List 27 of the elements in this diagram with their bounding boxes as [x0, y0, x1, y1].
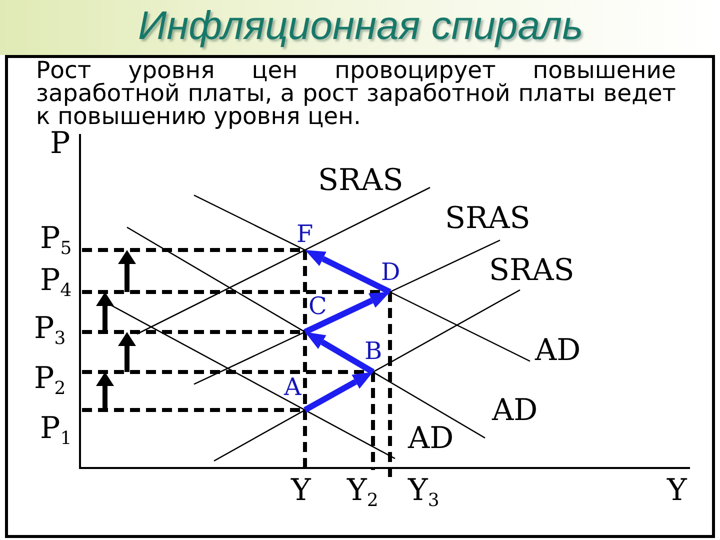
point-label: A [284, 377, 302, 397]
curve-label: SRAS [318, 166, 404, 196]
point-label: F [296, 224, 314, 244]
price-level-label: P$_{2}$ [34, 364, 66, 394]
curve-label: SRAS [489, 256, 574, 286]
curve-label: AD [492, 396, 538, 426]
price-level-label: P$_{1}$ [40, 414, 72, 444]
arrow [304, 372, 373, 413]
point-label: D [381, 262, 400, 282]
arrow [304, 292, 390, 335]
arrow [305, 250, 392, 295]
title: Инфляционная спираль [138, 3, 584, 49]
output-level-label: Y [291, 476, 311, 506]
curve-label: SRAS [445, 204, 530, 234]
curve-label: AD [535, 336, 581, 366]
price-level-label: P$_{4}$ [40, 266, 72, 296]
curve-label: AD [408, 424, 454, 454]
description-text: Рост уровня цен провоцирует повышение заработной платы, а рост заработной платы ведет к повышению уровня цен. [36, 59, 676, 128]
price-level-label: P$_{3}$ [34, 314, 66, 344]
price-level-label: P$_{5}$ [40, 224, 72, 254]
axis-label: P [50, 129, 70, 159]
output-level-label: Y$_{2}$ [347, 476, 378, 506]
arrow [305, 332, 375, 375]
output-level-label: Y$_{3}$ [408, 476, 440, 506]
point-label: C [308, 296, 327, 316]
point-label: B [364, 341, 382, 361]
axis-label: Y [667, 476, 687, 506]
